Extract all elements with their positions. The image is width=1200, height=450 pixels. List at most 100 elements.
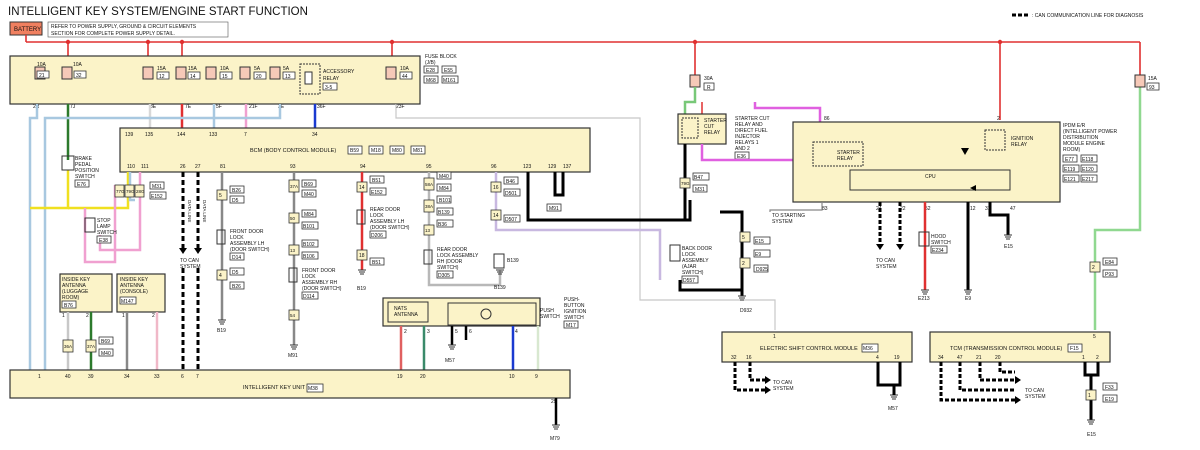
svg-text:96: 96	[491, 164, 497, 170]
svg-text:94: 94	[360, 164, 366, 170]
svg-text:B76: B76	[64, 303, 73, 309]
svg-text:1: 1	[122, 313, 125, 319]
ipdm-wires	[769, 87, 1142, 330]
svg-text:(DOOR SWITCH): (DOOR SWITCH)	[370, 225, 410, 231]
svg-text:1: 1	[773, 334, 776, 340]
svg-text:15A: 15A	[188, 66, 198, 72]
svg-text:ANTENNA: ANTENNA	[120, 283, 145, 289]
svg-text:18: 18	[359, 253, 365, 259]
svg-text:21: 21	[39, 73, 45, 79]
svg-text:144: 144	[177, 132, 186, 138]
svg-text:NATS: NATS	[394, 306, 408, 312]
svg-text:M91: M91	[549, 206, 559, 212]
svg-text:40: 40	[65, 374, 71, 380]
svg-text:PUSH-: PUSH-	[564, 297, 580, 303]
svg-text:133: 133	[209, 132, 218, 138]
svg-text:58A: 58A	[425, 182, 433, 187]
svg-text:M68: M68	[426, 78, 436, 84]
svg-text:44: 44	[402, 74, 408, 80]
svg-text:4: 4	[876, 355, 879, 361]
bcm-bottom-pins: 110 111 26 27 81 93 94 95 96 123 129 137	[127, 164, 572, 170]
svg-text:E84: E84	[1105, 260, 1114, 266]
svg-text:LOCK ASSEMBLY: LOCK ASSEMBLY	[437, 253, 479, 259]
svg-text:E55: E55	[444, 68, 453, 74]
svg-text:16: 16	[746, 355, 752, 361]
battery-line	[25, 35, 1141, 120]
svg-text:79G: 79G	[126, 189, 135, 194]
fuse-block	[9, 55, 421, 105]
bcm-can-lines	[181, 172, 200, 370]
svg-text:M36: M36	[863, 346, 873, 352]
bcm-top-pins: 139 135 144 133 7 34	[125, 132, 318, 138]
svg-text:SWITCH: SWITCH	[931, 240, 951, 246]
svg-text:LAMP: LAMP	[97, 224, 111, 230]
svg-text:BUTTON: BUTTON	[564, 303, 585, 309]
bcm-title: BCM (BODY CONTROL MODULE)	[250, 148, 336, 154]
svg-text:B69: B69	[101, 339, 110, 345]
svg-text:(DOOR SWITCH): (DOOR SWITCH)	[302, 286, 342, 292]
brake-switch-symbol	[61, 155, 75, 171]
svg-text:6: 6	[469, 329, 472, 335]
svg-text:52: 52	[925, 206, 931, 212]
svg-text:SWITCH: SWITCH	[564, 315, 584, 321]
svg-text:E76: E76	[77, 182, 86, 188]
svg-text:FRONT DOOR: FRONT DOOR	[302, 268, 336, 274]
svg-text:M161: M161	[443, 78, 456, 84]
svg-text:13: 13	[285, 74, 291, 80]
svg-text:77G: 77G	[116, 189, 125, 194]
svg-text:16: 16	[493, 185, 499, 191]
accessory-relay-label-1: ACCESSORY	[323, 69, 355, 75]
svg-text:E152: E152	[371, 190, 383, 196]
svg-text:SYSTEM: SYSTEM	[876, 264, 897, 270]
svg-text:PEDAL: PEDAL	[75, 162, 92, 168]
svg-text:M57: M57	[888, 406, 898, 412]
svg-text:ELECTRIC SHIFT CONTROL MODULE: ELECTRIC SHIFT CONTROL MODULE	[760, 346, 858, 352]
svg-text:TO CAN: TO CAN	[1025, 388, 1044, 394]
to-can-label-2: SYSTEM	[180, 264, 201, 270]
svg-text:POSITION: POSITION	[75, 168, 99, 174]
svg-text:1: 1	[1088, 393, 1091, 399]
svg-text:6: 6	[181, 374, 184, 380]
key-antenna-console	[116, 273, 166, 313]
svg-text:B69: B69	[304, 182, 313, 188]
svg-text:E217: E217	[1082, 177, 1094, 183]
svg-text:B101: B101	[303, 224, 315, 230]
svg-text:31: 31	[985, 206, 991, 212]
svg-text:3: 3	[427, 329, 430, 335]
svg-text:D5: D5	[232, 270, 239, 276]
svg-text:10: 10	[509, 374, 515, 380]
svg-text:7J: 7J	[70, 104, 76, 110]
svg-text:13: 13	[425, 228, 431, 233]
svg-text:38A: 38A	[425, 204, 433, 209]
svg-text:SWITCH): SWITCH)	[437, 265, 459, 271]
svg-text:B26: B26	[232, 188, 241, 194]
svg-text:86: 86	[824, 116, 830, 122]
svg-text:B101: B101	[439, 198, 451, 204]
intelligent-key-unit	[9, 369, 571, 399]
svg-text:F15: F15	[1070, 346, 1079, 352]
svg-text:32: 32	[76, 73, 82, 79]
svg-text:(AJAR: (AJAR	[682, 264, 697, 270]
svg-text:E118: E118	[1082, 157, 1094, 163]
svg-text:D305: D305	[438, 273, 450, 279]
svg-text:M17: M17	[566, 323, 576, 329]
ikey-pins: 1 40 39 34 33 6 7 19 20 10 9 29	[38, 374, 557, 405]
svg-text:7: 7	[244, 132, 247, 138]
svg-text:M84: M84	[304, 212, 314, 218]
svg-text:F33: F33	[1105, 385, 1114, 391]
svg-text:12: 12	[970, 206, 976, 212]
svg-text:M40: M40	[101, 351, 111, 357]
svg-text:M84: M84	[439, 186, 449, 192]
svg-text:50: 50	[290, 216, 296, 221]
svg-text:M80: M80	[392, 148, 402, 154]
svg-text:E36: E36	[737, 154, 746, 160]
svg-text:SWITCH): SWITCH)	[682, 270, 704, 276]
legend-text: : CAN COMMUNICATION LINE FOR DIAGNOSIS	[1032, 13, 1144, 19]
svg-text:23F: 23F	[396, 104, 405, 110]
svg-text:PUSH: PUSH	[540, 308, 554, 314]
data-line-label-2: DATA LINE	[202, 200, 207, 222]
svg-text:STARTER: STARTER	[704, 118, 727, 124]
